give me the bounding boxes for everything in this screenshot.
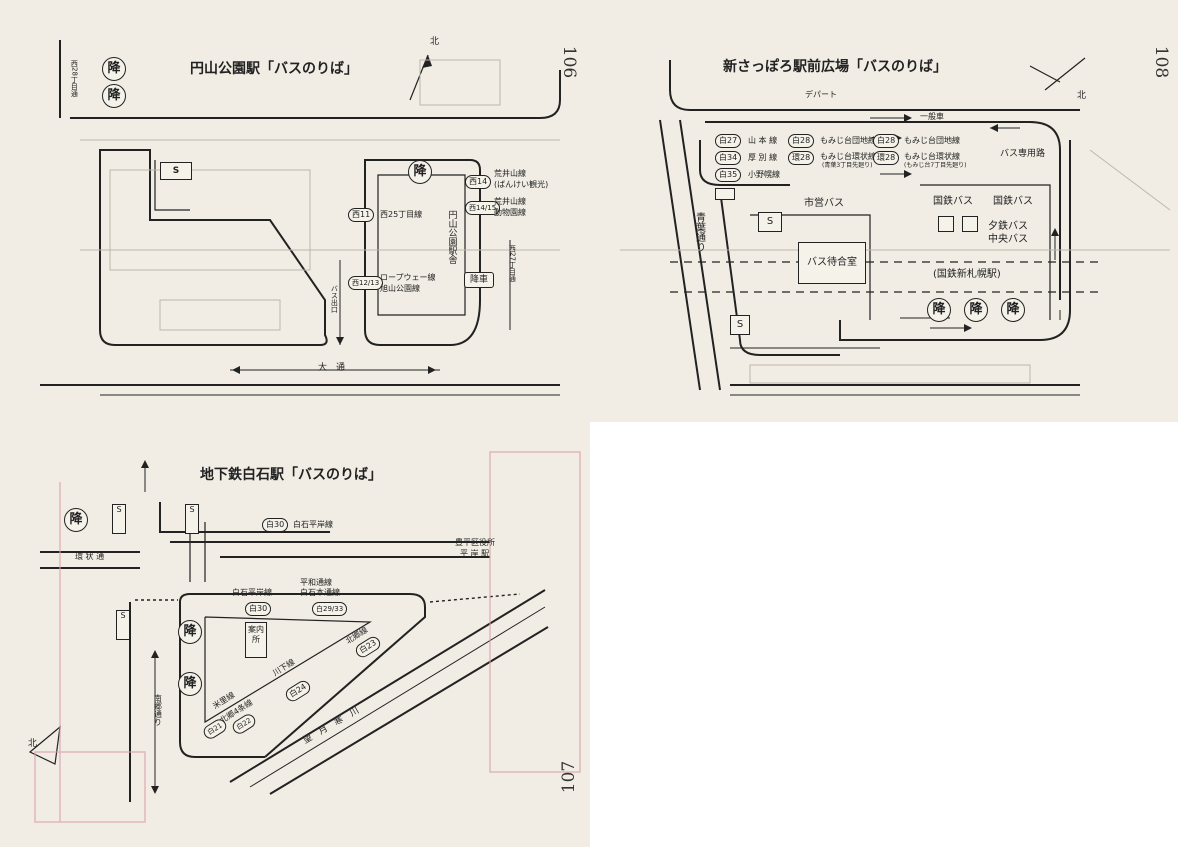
shiroishi-hondori-label: 白石本通線 [300, 588, 340, 597]
drop-off-marker: 降 [178, 672, 202, 696]
small-stop-box [715, 188, 735, 200]
route-no: 白28 [873, 134, 900, 148]
route-name: ロープウェー線 [380, 273, 436, 282]
page-106: 106 円山公園駅「バスのりば」 北 降 降 西28丁目通 S 降 西14 荒井… [0, 0, 590, 422]
drop-off-marker: 降 [178, 620, 202, 644]
route-no: 白27 [715, 134, 742, 148]
route-no: 白30 [262, 518, 289, 532]
station-building-label: 円山公園駅舎 [446, 210, 457, 264]
page-title: 新さっぽろ駅前広場「バスのりば」 [723, 59, 947, 75]
route-note: (ばんけい観光) [494, 180, 549, 189]
shiroishi-hiragishi-label: 白石平岸線 [232, 588, 272, 597]
dept-store-label: デパート [805, 90, 837, 99]
street-28-label: 西28丁目通 [70, 60, 79, 97]
map-shiroishi-lines [28, 451, 581, 823]
drop-off-car-label: 降車 [464, 272, 494, 288]
odori-label: 大 通 [318, 363, 346, 373]
yutetsu-bus-label: 夕鉄バス [988, 221, 1028, 232]
route-note: 旭山公園線 [380, 284, 420, 293]
route-note: 動物園線 [494, 208, 526, 217]
route-name: もみじ台団地線 [904, 136, 960, 145]
jnr-bus-label: 国鉄バス [933, 196, 973, 207]
drop-off-marker: 降 [408, 160, 432, 184]
page-title: 地下鉄白石駅「バスのりば」 [200, 467, 382, 483]
route-no: 白30 [245, 602, 272, 616]
nango-street-label: 南郷通り [153, 694, 163, 726]
route-no: 西11 [348, 208, 375, 222]
heiwa-line-label: 平和通線 [300, 578, 332, 587]
route-name: 荒井山線 [494, 169, 526, 178]
road-dept [669, 60, 1080, 111]
loop-road-label: 環 状 通 [75, 552, 105, 561]
route-note: (もみじ台7丁目先廻り) [904, 162, 967, 169]
route-name: 白石平岸線 [293, 520, 333, 529]
station-loop [364, 159, 481, 346]
bus-stop-s: S [112, 504, 126, 534]
route-no: 白29/33 [312, 602, 348, 616]
route-name: 西25丁目線 [380, 210, 423, 219]
map-shinsapporo-lines [620, 57, 1171, 396]
jnr-stop-box [962, 216, 978, 232]
route-no: 西14/15 [465, 201, 501, 215]
page-number: 107 [559, 760, 580, 794]
bus-stop-s: S [758, 212, 782, 232]
route-name: もみじ台環状線 [820, 152, 876, 161]
map-maruyama-lines [40, 40, 561, 396]
route-no: 白28 [788, 134, 815, 148]
page-107: 107 地下鉄白石駅「バスのりば」 降 S S S 白30 白石平岸線 豊平区役… [0, 422, 590, 847]
drop-off-marker: 降 [64, 508, 88, 532]
left-block [99, 149, 328, 346]
street-27-label: 西27丁目通 [508, 245, 517, 282]
route-no: 環28 [788, 151, 815, 165]
drop-off-marker: 降 [1001, 298, 1025, 322]
ward-office-label: 豊平区役所 [455, 538, 495, 547]
bus-stop-s: S [160, 162, 192, 180]
chuo-bus-label: 中央バス [988, 234, 1028, 245]
page-number: 106 [559, 45, 580, 79]
route-no: 環28 [873, 151, 900, 165]
bus-stop-s: S [185, 504, 199, 534]
route-name: 小野幌線 [748, 170, 780, 179]
city-bus-label: 市営バス [804, 198, 844, 209]
bus-only-lane-label: バス専用路 [1000, 149, 1046, 159]
north-label: 北 [430, 37, 440, 47]
drop-off-marker: 降 [102, 57, 126, 81]
north-label: 北 [28, 739, 38, 749]
drop-off-marker: 降 [964, 298, 988, 322]
route-no: 白34 [715, 151, 742, 165]
bus-exit-label: バス出口 [330, 285, 339, 313]
drop-off-marker: 降 [927, 298, 951, 322]
route-name: もみじ台環状線 [904, 152, 960, 161]
hiragishi-station-label: 平 岸 駅 [460, 549, 490, 558]
jnr-station-label: (国鉄新札幌駅) [933, 269, 1001, 280]
jnr-bus-label: 国鉄バス [993, 196, 1033, 207]
route-note: (青葉3丁目先廻り) [822, 162, 873, 169]
page-title: 円山公園駅「バスのりば」 [190, 61, 358, 77]
bus-stop-s: S [730, 315, 750, 335]
aoba-street-label: 青葉通り [693, 212, 705, 252]
route-no: 白35 [715, 168, 742, 182]
bus-waiting-room: バス待合室 [798, 242, 866, 284]
route-no: 西12/13 [348, 276, 384, 290]
road-top [70, 70, 561, 119]
page-number: 108 [1151, 45, 1172, 79]
route-name: もみじ台団地線 [820, 136, 876, 145]
bus-stop-s: S [116, 610, 130, 640]
jnr-stop-box [938, 216, 954, 232]
north-label: 北 [1077, 91, 1087, 101]
general-cars-label: 一般車 [920, 112, 944, 121]
route-name: 山 本 線 [748, 136, 778, 145]
route-no: 西14 [465, 175, 492, 189]
route-name: 厚 別 線 [748, 153, 778, 162]
page-108: 108 新さっぽろ駅前広場「バスのりば」 北 デパート 一般車 バス専用路 白2… [590, 0, 1178, 422]
drop-off-marker: 降 [102, 84, 126, 108]
route-name: 荒井山線 [494, 197, 526, 206]
info-office: 案内所 [245, 622, 267, 658]
